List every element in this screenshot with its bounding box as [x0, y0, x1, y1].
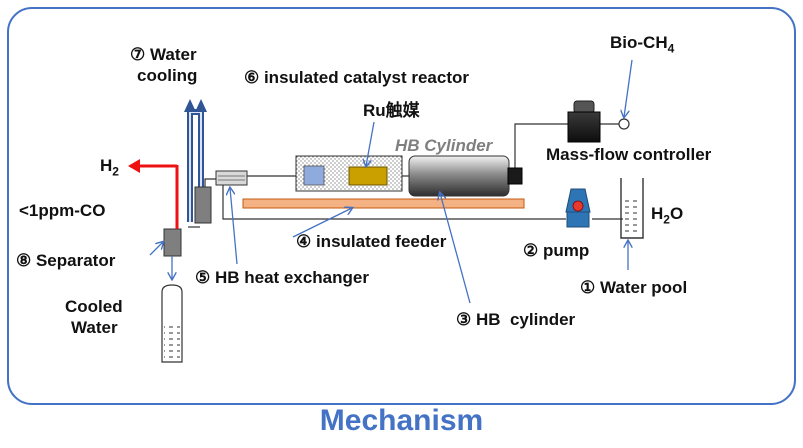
- h2o-subscript: 2: [663, 212, 670, 227]
- label-bio-ch4: Bio-CH4: [610, 33, 674, 58]
- cooling-heat-block: [194, 186, 212, 224]
- label-ru-catalyst: Ru触媒: [363, 101, 420, 120]
- label-h2: H2: [100, 156, 119, 181]
- separator: [163, 228, 182, 257]
- label-co-limit: <1ppm-CO: [19, 201, 106, 220]
- label-water-cooling-1: ⑦ Water: [130, 45, 197, 64]
- insulated-feeder: [242, 198, 525, 209]
- label-insulated-feeder: ④ insulated feeder: [296, 232, 447, 251]
- label-catalyst-reactor: ⑥ insulated catalyst reactor: [244, 68, 469, 87]
- pump: [565, 188, 591, 228]
- h2-subscript: 2: [112, 164, 119, 179]
- label-hb-cylinder: ③ HB cylinder: [456, 310, 576, 329]
- label-cooled-water-2: Water: [71, 318, 118, 337]
- hb-cylinder-valve: [507, 167, 523, 185]
- water-pool: [620, 178, 644, 239]
- label-h2o: H2O: [651, 204, 683, 229]
- h2-text: H: [100, 156, 113, 175]
- label-water-pool: ① Water pool: [580, 278, 688, 297]
- label-heat-exchanger: ⑤ HB heat exchanger: [195, 268, 369, 287]
- bio-ch4-inlet: [618, 118, 630, 130]
- ru-catalyst-block: [348, 166, 388, 186]
- label-hb-cylinder-italic: HB Cylinder: [395, 136, 493, 155]
- bio-ch4-subscript: 4: [667, 41, 675, 56]
- hb-cylinder-body: [408, 155, 510, 197]
- label-pump: ② pump: [523, 241, 590, 260]
- cooled-water-bottle: [161, 284, 183, 363]
- label-separator: ⑧ Separator: [16, 251, 116, 270]
- h2o-tail: O: [669, 204, 684, 223]
- pipes: [188, 123, 630, 228]
- annotation-arrows: [149, 59, 633, 304]
- reactor-inner-block: [303, 165, 325, 186]
- label-cooled-water-1: Cooled: [65, 297, 123, 316]
- hb-heat-exchanger: [215, 170, 248, 186]
- h2o-text: H: [651, 204, 664, 223]
- footer-title: Mechanism: [319, 404, 484, 437]
- label-water-cooling-2: cooling: [137, 66, 198, 85]
- water-cooling-coil: [184, 99, 207, 222]
- bio-ch4-text: Bio-CH: [610, 33, 668, 52]
- mass-flow-controller: [567, 100, 601, 143]
- label-mass-flow: Mass-flow controller: [546, 145, 712, 164]
